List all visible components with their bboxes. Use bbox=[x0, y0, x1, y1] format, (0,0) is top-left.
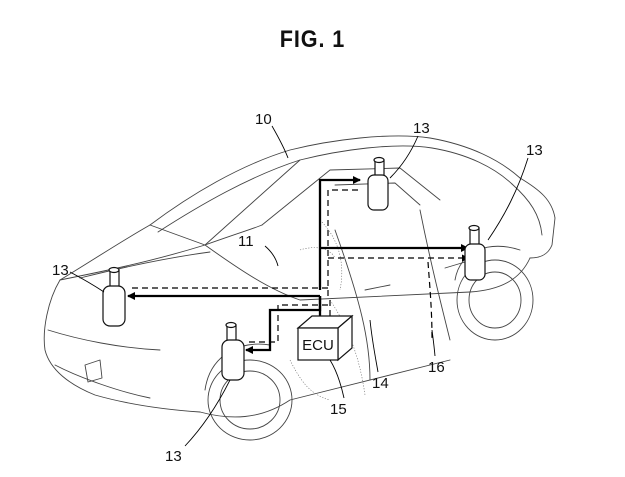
label-wiring-16: 16 bbox=[428, 359, 445, 376]
label-vehicle-10: 10 bbox=[255, 111, 272, 128]
dashed-wire-16 bbox=[427, 261, 433, 341]
signal-wiring bbox=[127, 176, 469, 354]
label-sensor-13-front-left: 13 bbox=[52, 262, 69, 279]
label-wiring-14: 14 bbox=[372, 375, 389, 392]
wire-to-rear-top-sensor bbox=[318, 176, 361, 290]
label-sensor-13-rear-right: 13 bbox=[526, 142, 543, 159]
label-interior-11: 11 bbox=[238, 233, 254, 250]
label-ecu-15: 15 bbox=[330, 401, 347, 418]
figure-title: FIG. 1 bbox=[279, 26, 346, 53]
dashed-wire-rear-top bbox=[327, 189, 360, 296]
car-body bbox=[43, 135, 556, 441]
dashed-wire-front-bottom bbox=[246, 304, 328, 343]
leader-lines bbox=[69, 125, 529, 447]
ecu-label: ECU bbox=[302, 337, 334, 354]
label-sensor-13-rear-top: 13 bbox=[413, 120, 430, 137]
sensor-front-left bbox=[102, 266, 126, 327]
label-sensor-13-front-bottom: 13 bbox=[165, 448, 182, 465]
sensor-rear-top bbox=[367, 156, 389, 211]
sensor-front-bottom bbox=[221, 321, 245, 381]
ecu-box: ECU bbox=[296, 314, 354, 362]
sensor-rear-right bbox=[464, 224, 486, 281]
